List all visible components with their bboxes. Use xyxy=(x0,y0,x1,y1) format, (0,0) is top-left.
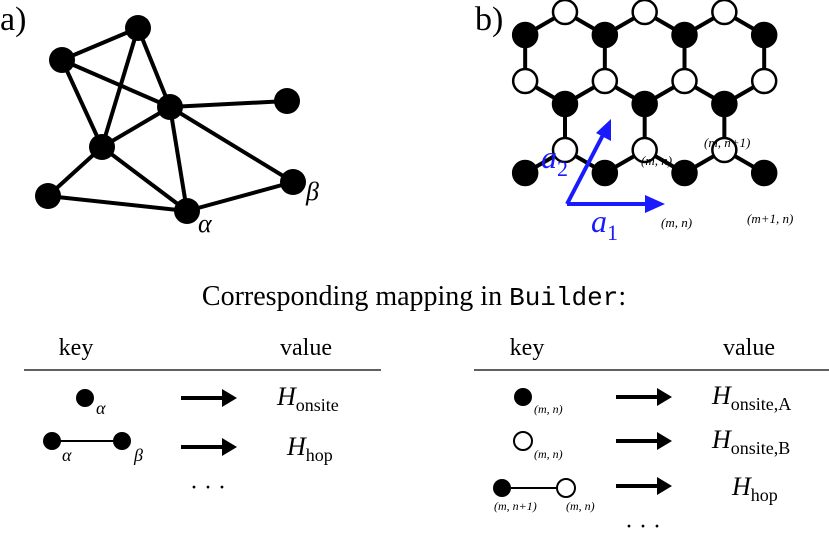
a2-vector xyxy=(565,132,606,205)
left-mapping-table: key value α Honsite α β Hhop · · · xyxy=(24,335,381,501)
sublattice-b-site xyxy=(711,136,738,164)
hop-key-node-alpha xyxy=(43,432,61,450)
sublattice-b-site xyxy=(511,67,539,95)
a2-label: a2 xyxy=(541,139,568,181)
honeycomb-sites xyxy=(511,0,778,187)
left-value-header: value xyxy=(280,335,332,361)
graph-node xyxy=(89,134,115,160)
hop-key-node-a xyxy=(493,479,511,497)
hop-key-beta: β xyxy=(133,445,143,465)
site-label-m1n: (m+1, n) xyxy=(747,211,793,226)
sublattice-b-site xyxy=(631,136,658,164)
lattice-vectors xyxy=(565,119,665,213)
sublattice-b-site xyxy=(631,0,658,26)
panel-a: a) α β xyxy=(0,1,319,238)
a1-arrowhead xyxy=(645,195,665,213)
hop-key-sub-b: (m, n) xyxy=(566,499,595,513)
a2-arrowhead xyxy=(596,119,611,141)
sublattice-a-site xyxy=(551,90,579,118)
onsite-key-sub: α xyxy=(96,398,106,418)
panel-a-label: a) xyxy=(0,1,26,38)
graph-edge xyxy=(168,106,189,212)
graph-edge xyxy=(169,99,288,109)
graph-edge xyxy=(100,105,172,149)
site-label-mn-upper: (m, n) xyxy=(641,153,672,168)
graph-edge xyxy=(61,58,171,109)
left-arrow-head xyxy=(222,389,237,407)
right-value-header: value xyxy=(723,335,775,361)
graph-edge xyxy=(186,180,294,213)
graph-node-alpha xyxy=(174,198,200,224)
site-label-mn-lower: (m, n) xyxy=(661,215,692,230)
graph-node xyxy=(157,94,183,120)
sublattice-a-site xyxy=(591,21,619,49)
left-key-header: key xyxy=(59,335,94,361)
graph-edge xyxy=(60,59,104,148)
graph-edge xyxy=(61,26,139,62)
sublattice-a-site xyxy=(671,159,698,187)
right-arrow-head xyxy=(657,388,672,406)
right-mapping-table: key value (m, n) Honsite,A (m, n) Honsit… xyxy=(474,335,829,534)
graph-edge xyxy=(168,105,295,184)
graph-node xyxy=(274,88,300,114)
right-ellipsis: · · · xyxy=(625,514,661,534)
hop-key-node-b xyxy=(556,478,576,498)
panel-b: b) a2 a1 (m, n) (m, n) (m, n+1) (m+1, n) xyxy=(475,0,793,245)
sublattice-b-site xyxy=(671,67,698,95)
sublattice-a-site xyxy=(711,90,738,118)
right-value-onsite-b: Honsite,B xyxy=(711,425,790,458)
onsite-node-key xyxy=(76,389,94,407)
right-value-hop: Hhop xyxy=(731,472,778,505)
mapping-caption: Corresponding mapping in Builder: xyxy=(202,281,626,313)
sublattice-b-site xyxy=(591,67,619,95)
sublattice-a-site xyxy=(631,90,658,118)
sublattice-a-site xyxy=(750,159,778,187)
graph-node xyxy=(35,183,61,209)
graph-node xyxy=(49,47,75,73)
graph-edge xyxy=(136,27,172,108)
left-value-onsite: Honsite xyxy=(276,382,339,415)
right-value-onsite-a: Honsite,A xyxy=(711,381,791,414)
sublattice-a-site xyxy=(511,159,539,187)
hop-key-node-beta xyxy=(113,432,131,450)
sublattice-b-site xyxy=(711,0,738,26)
random-graph-nodes xyxy=(35,15,306,224)
right-arrow-head xyxy=(657,477,672,495)
graph-edge xyxy=(100,27,140,148)
left-value-hop: Hhop xyxy=(286,432,333,465)
random-graph-edges xyxy=(46,26,295,213)
sublattice-a-site xyxy=(750,21,778,49)
alpha-label: α xyxy=(198,209,213,238)
sublattice-a-site xyxy=(591,159,619,187)
graph-edge xyxy=(100,145,189,213)
graph-edge xyxy=(47,194,188,213)
sublattice-a-site xyxy=(671,21,698,49)
sublattice-a-site xyxy=(511,21,539,49)
hop-key-sub-a: (m, n+1) xyxy=(494,499,537,513)
onsite-b-key-sub: (m, n) xyxy=(534,447,563,461)
site-label-mn1: (m, n+1) xyxy=(704,135,750,150)
onsite-a-node-key xyxy=(514,388,532,406)
sublattice-b-site xyxy=(750,67,778,95)
hop-key-alpha: α xyxy=(62,445,72,465)
graph-node-beta xyxy=(280,169,306,195)
panel-b-label: b) xyxy=(475,1,503,38)
onsite-b-node-key xyxy=(513,431,533,451)
left-ellipsis: · · · xyxy=(190,475,226,501)
sublattice-b-site xyxy=(551,0,579,26)
right-key-header: key xyxy=(510,335,545,361)
a1-label: a1 xyxy=(591,203,618,245)
right-arrow-head xyxy=(657,432,672,450)
onsite-a-key-sub: (m, n) xyxy=(534,402,563,416)
beta-label: β xyxy=(305,177,319,206)
left-arrow-head xyxy=(222,438,237,456)
graph-node xyxy=(125,15,151,41)
sublattice-b-site xyxy=(551,136,579,164)
